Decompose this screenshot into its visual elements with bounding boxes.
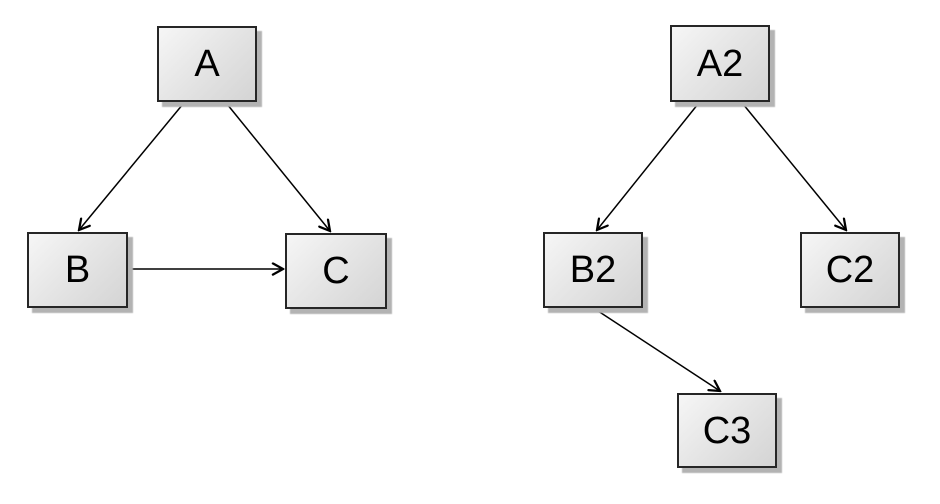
node-B2[interactable]: B2 [543,232,643,308]
edge-A-B [79,103,184,230]
edge-A2-B2 [597,103,699,230]
node-label: B [64,249,91,291]
node-label: A [194,43,220,85]
node-B[interactable]: B [27,232,128,308]
node-label: C2 [825,249,875,291]
node-A[interactable]: A [157,26,257,102]
edge-B2-C3 [594,308,720,391]
edge-A2-C2 [742,103,846,230]
node-label: C [322,250,350,292]
node-label: A2 [696,42,744,85]
edge-A-C [226,103,330,231]
node-label: C3 [702,409,752,452]
node-label: B2 [569,249,617,291]
node-C[interactable]: C [285,233,387,309]
node-C2[interactable]: C2 [800,232,900,308]
node-C3[interactable]: C3 [677,393,777,468]
node-A2[interactable]: A2 [670,25,770,102]
